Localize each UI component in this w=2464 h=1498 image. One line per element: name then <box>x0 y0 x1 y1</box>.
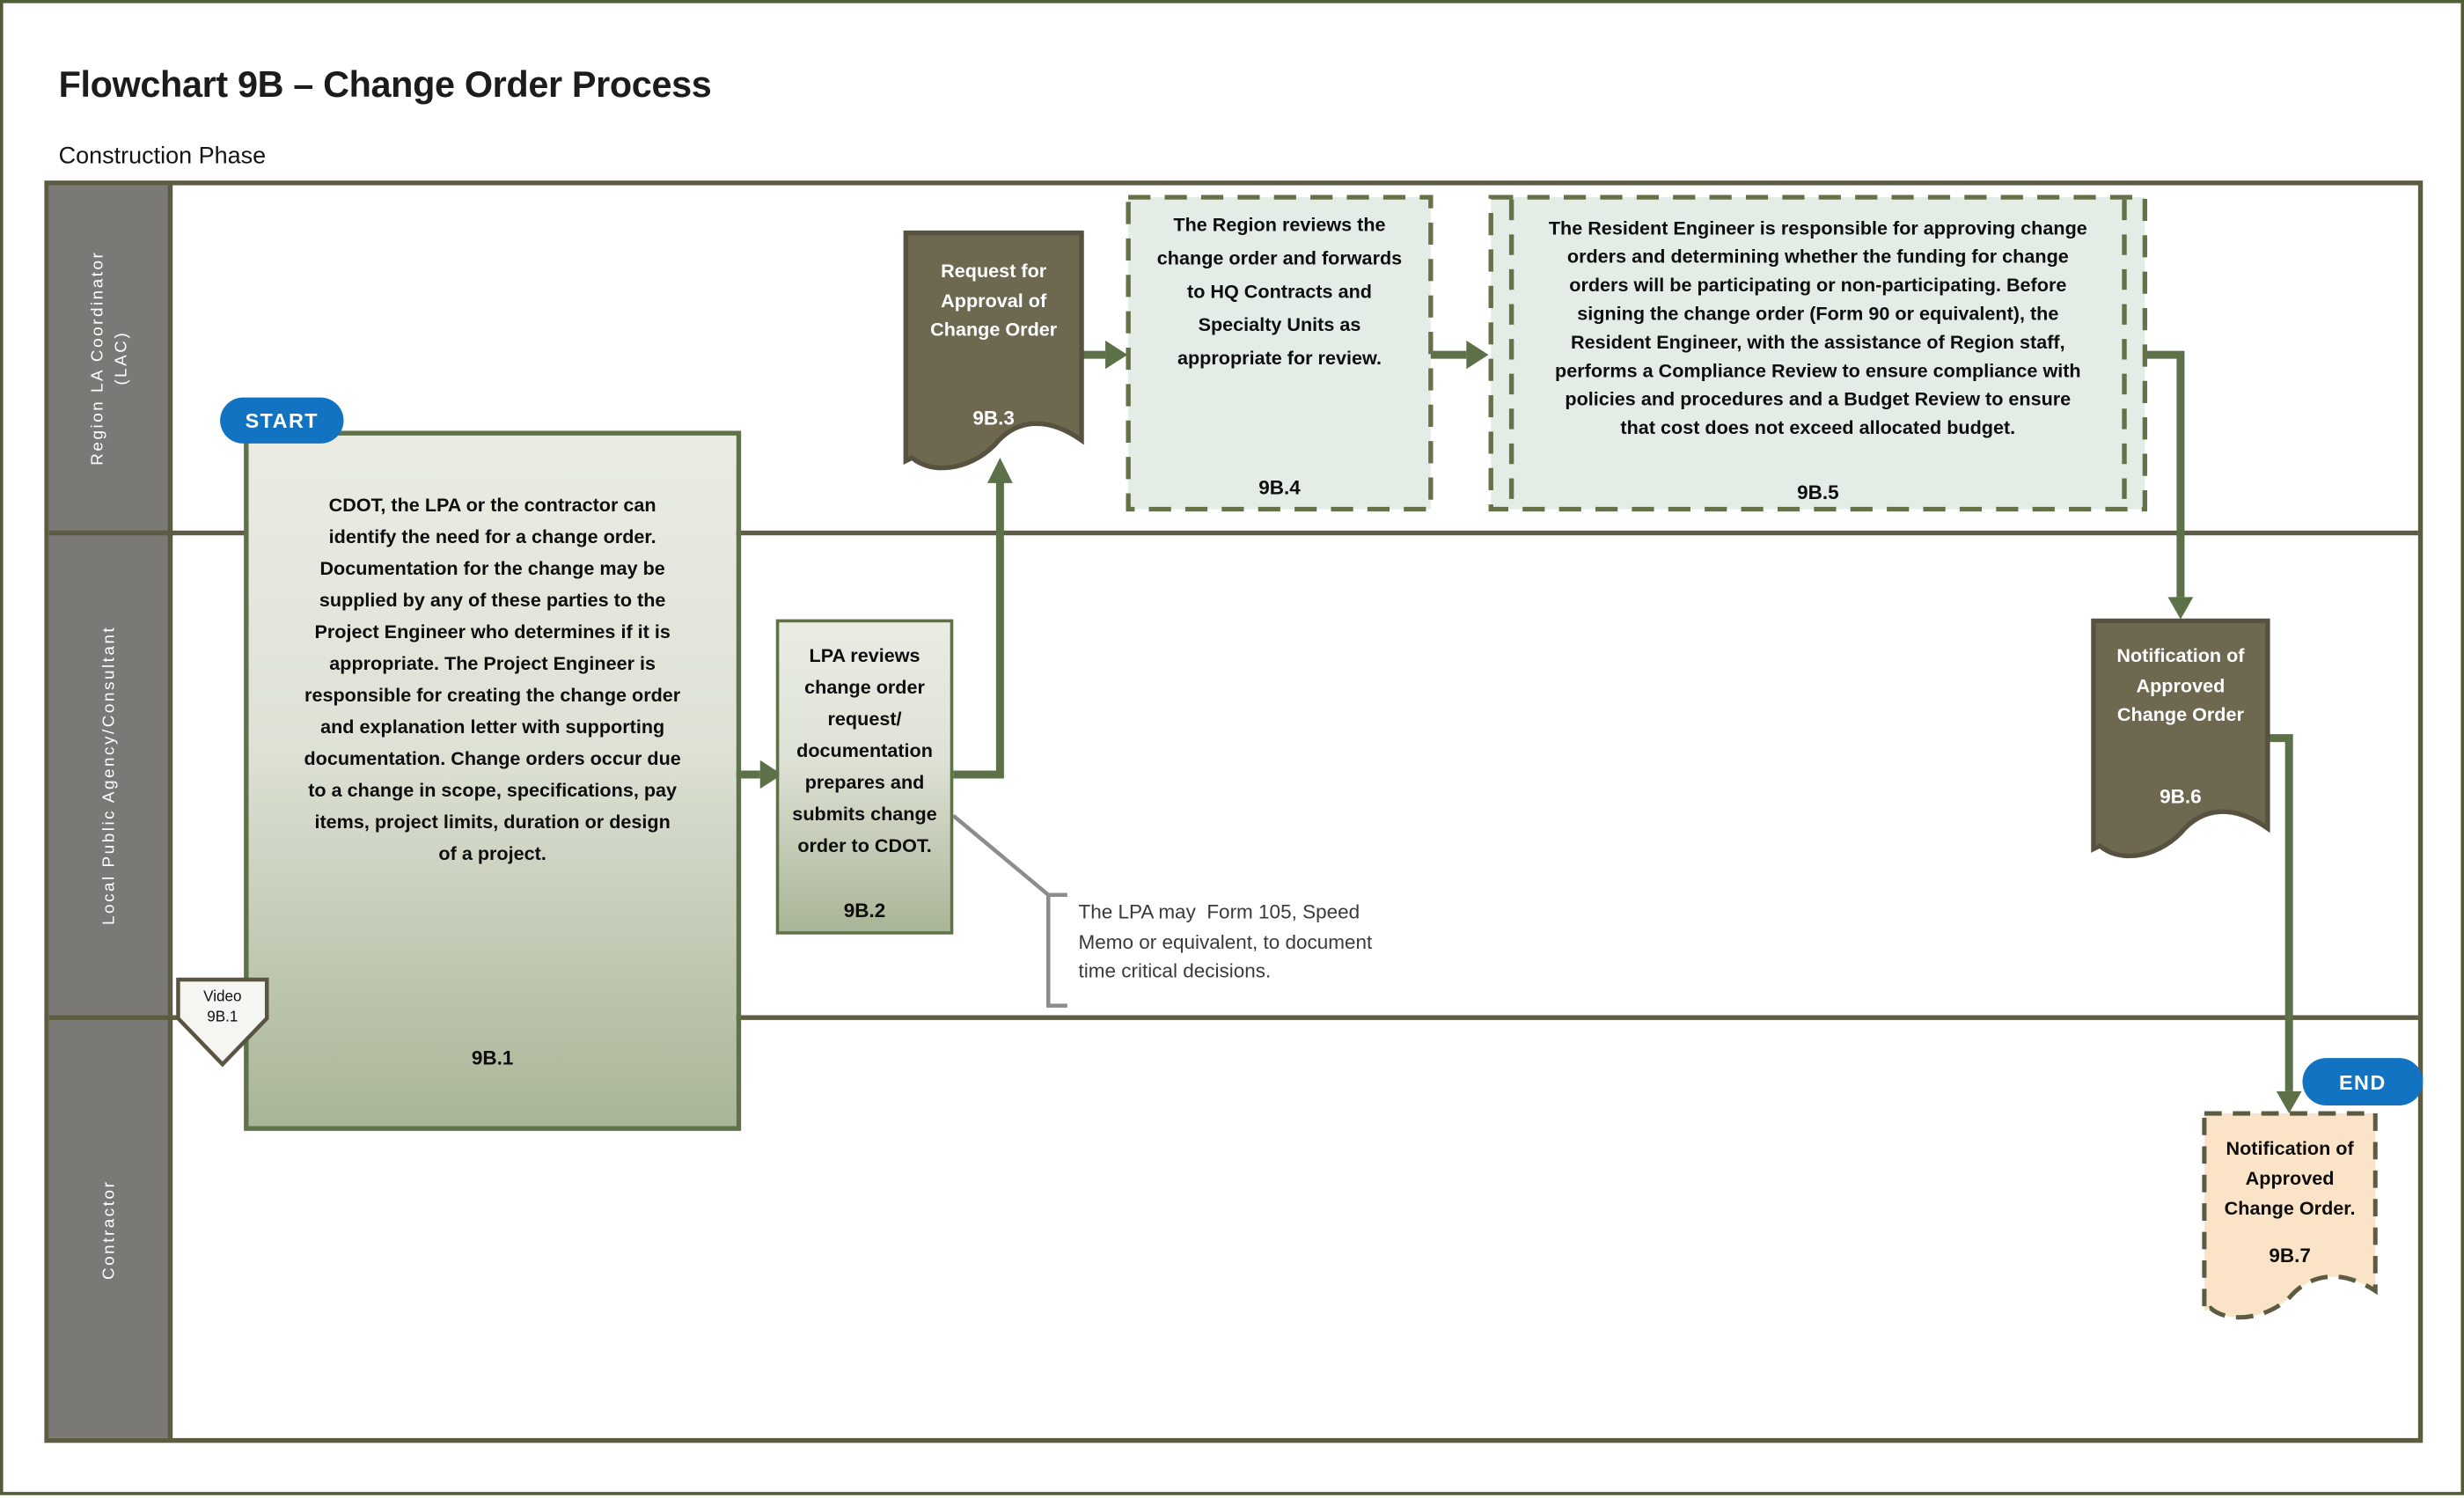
phase-label: Construction Phase <box>58 142 267 170</box>
document-9b3-text: Request for Approval of Change Order <box>930 260 1058 341</box>
review-box-9b5-border <box>1488 195 2148 512</box>
lane-divider-1 <box>48 530 2418 536</box>
note-annotation: The LPA may Form 105, Speed Memo or equi… <box>1078 900 1373 982</box>
process-9b2-text: LPA reviews change order request/ docume… <box>792 644 937 857</box>
document-9b7: Notification of Approved Change Order. 9… <box>2201 1110 2379 1322</box>
step-id-9b4: 9B.4 <box>1258 476 1301 499</box>
step-id-9b1: 9B.1 <box>471 1046 514 1069</box>
lane-label-contractor: Contractor <box>100 1179 120 1280</box>
video-callout-pentagon <box>176 977 269 1068</box>
video-callout[interactable]: Video 9B.1 <box>176 977 269 1068</box>
page-title: Flowchart 9B – Change Order Process <box>58 62 712 105</box>
document-9b6: Notification of Approved Change Order 9B… <box>2090 618 2270 863</box>
review-box-9b4: The Region reviews the change order and … <box>1126 195 1434 512</box>
lane-header-contractor: Contractor <box>49 1020 172 1438</box>
process-9b1-text: CDOT, the LPA or the contractor can iden… <box>304 494 681 865</box>
step-id-9b2: 9B.2 <box>843 900 886 922</box>
review-box-9b5-rect <box>1488 195 2148 512</box>
process-box-9b1: CDOT, the LPA or the contractor can iden… <box>244 430 742 1131</box>
lane-header-local-public-agency: Local Public Agency/Consultant <box>49 535 172 1015</box>
lane-header-region-la-coordinator: Region LA Coordinator (LAC) <box>49 186 172 531</box>
end-label: END <box>2338 1069 2387 1094</box>
start-label: START <box>245 408 319 433</box>
lane-divider-2 <box>48 1015 2418 1020</box>
review-box-9b4-border <box>1126 195 1434 512</box>
review-9b4-text: The Region reviews the change order and … <box>1156 213 1403 370</box>
start-terminal: START <box>220 397 344 444</box>
step-id-9b3: 9B.3 <box>972 407 1015 430</box>
process-box-9b2: LPA reviews change order request/ docume… <box>775 619 954 935</box>
review-9b5-text: The Resident Engineer is responsible for… <box>1548 217 2087 439</box>
document-9b6-shape <box>2091 618 2270 859</box>
document-9b7-path <box>2202 1111 2378 1320</box>
document-9b7-text: Notification of Approved Change Order. <box>2224 1137 2356 1220</box>
document-9b7-shape <box>2202 1111 2378 1320</box>
video-callout-text: Video 9B.1 <box>203 988 242 1027</box>
document-9b3-shape <box>903 230 1084 471</box>
lane-header-column <box>48 185 173 1438</box>
video-callout-shape <box>176 977 269 1068</box>
step-id-9b7: 9B.7 <box>2269 1245 2311 1267</box>
lane-label-lpa: Local Public Agency/Consultant <box>100 625 120 925</box>
lane-label-region: Region LA Coordinator (LAC) <box>88 250 132 466</box>
document-9b3: Request for Approval of Change Order 9B.… <box>903 230 1085 475</box>
step-id-9b6: 9B.6 <box>2160 785 2202 808</box>
step-id-9b5: 9B.5 <box>1797 481 1839 504</box>
document-9b6-text: Notification of Approved Change Order <box>2116 644 2245 726</box>
end-terminal: END <box>2302 1058 2424 1106</box>
document-9b6-path <box>2091 618 2270 859</box>
document-9b3-path <box>903 230 1084 471</box>
review-box-9b5: The Resident Engineer is responsible for… <box>1488 195 2148 512</box>
review-box-9b4-rect <box>1126 195 1434 512</box>
